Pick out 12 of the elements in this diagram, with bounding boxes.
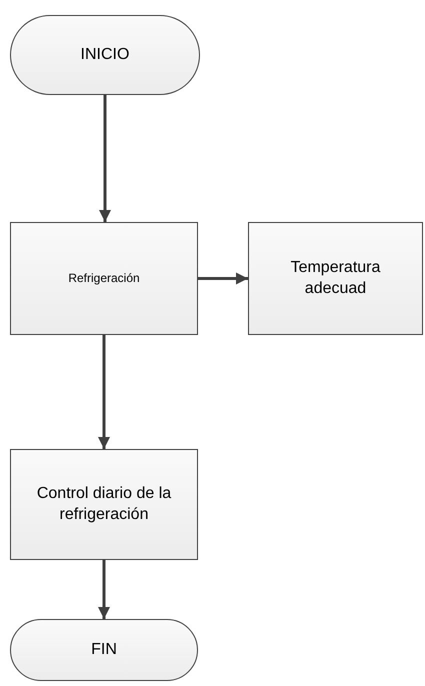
arrow: [98, 560, 110, 619]
node-label: Refrigeración: [68, 270, 140, 286]
process-box: [10, 222, 198, 335]
arrow: [98, 335, 110, 449]
node-label: Temperatura adecuad: [290, 258, 382, 298]
arrow: [198, 272, 248, 284]
process-box: [10, 449, 198, 560]
process-box: [248, 222, 423, 335]
arrow: [99, 95, 111, 222]
node-label: INICIO: [80, 44, 130, 65]
node-label: FIN: [91, 640, 117, 660]
node-label: Control diario de la refrigeración: [36, 484, 172, 524]
